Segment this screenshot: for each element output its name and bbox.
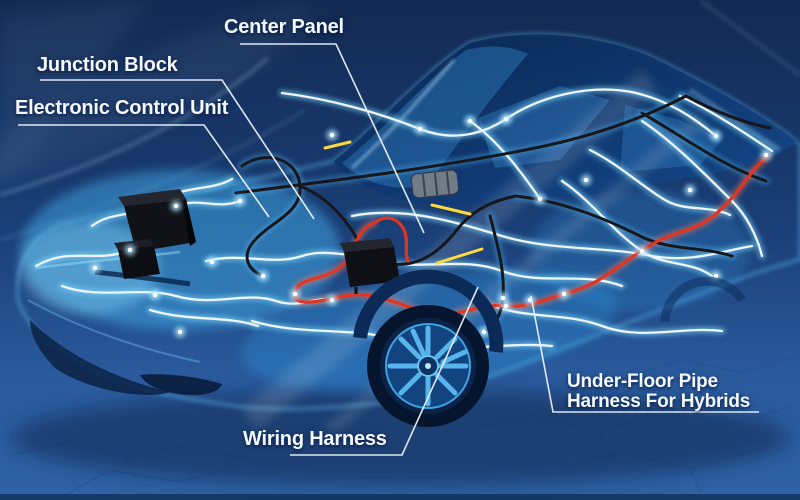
car-shadow xyxy=(10,390,790,486)
label-wiring-harness: Wiring Harness xyxy=(243,428,387,450)
front-left-wheel xyxy=(353,269,504,427)
leader-wiring-harness xyxy=(290,286,479,456)
front-bumper-details xyxy=(27,250,222,396)
leader-center-panel xyxy=(240,43,425,234)
side-window-front xyxy=(478,86,610,168)
yellow-wires xyxy=(323,140,484,265)
label-electronic-control-unit: Electronic Control Unit xyxy=(15,97,229,119)
label-under-floor-pipe-line1: Under-Floor Pipe xyxy=(567,371,718,392)
metal-component xyxy=(410,169,460,199)
leader-lines xyxy=(18,43,759,456)
windshield xyxy=(342,46,528,188)
leader-junction-block xyxy=(40,79,315,220)
label-center-panel: Center Panel xyxy=(224,16,344,38)
rear-wheel-arch-hint xyxy=(660,276,746,323)
leader-electronic-control-unit xyxy=(18,124,270,218)
leader-under-floor xyxy=(530,295,759,413)
label-under-floor-pipe: Under-Floor Pipe Harness For Hybrids xyxy=(567,372,750,412)
wiring-harness-network xyxy=(36,90,772,348)
label-junction-block: Junction Block xyxy=(37,54,178,76)
junction-block-box xyxy=(340,238,400,294)
label-under-floor-pipe-line2: Harness For Hybrids xyxy=(567,391,751,412)
